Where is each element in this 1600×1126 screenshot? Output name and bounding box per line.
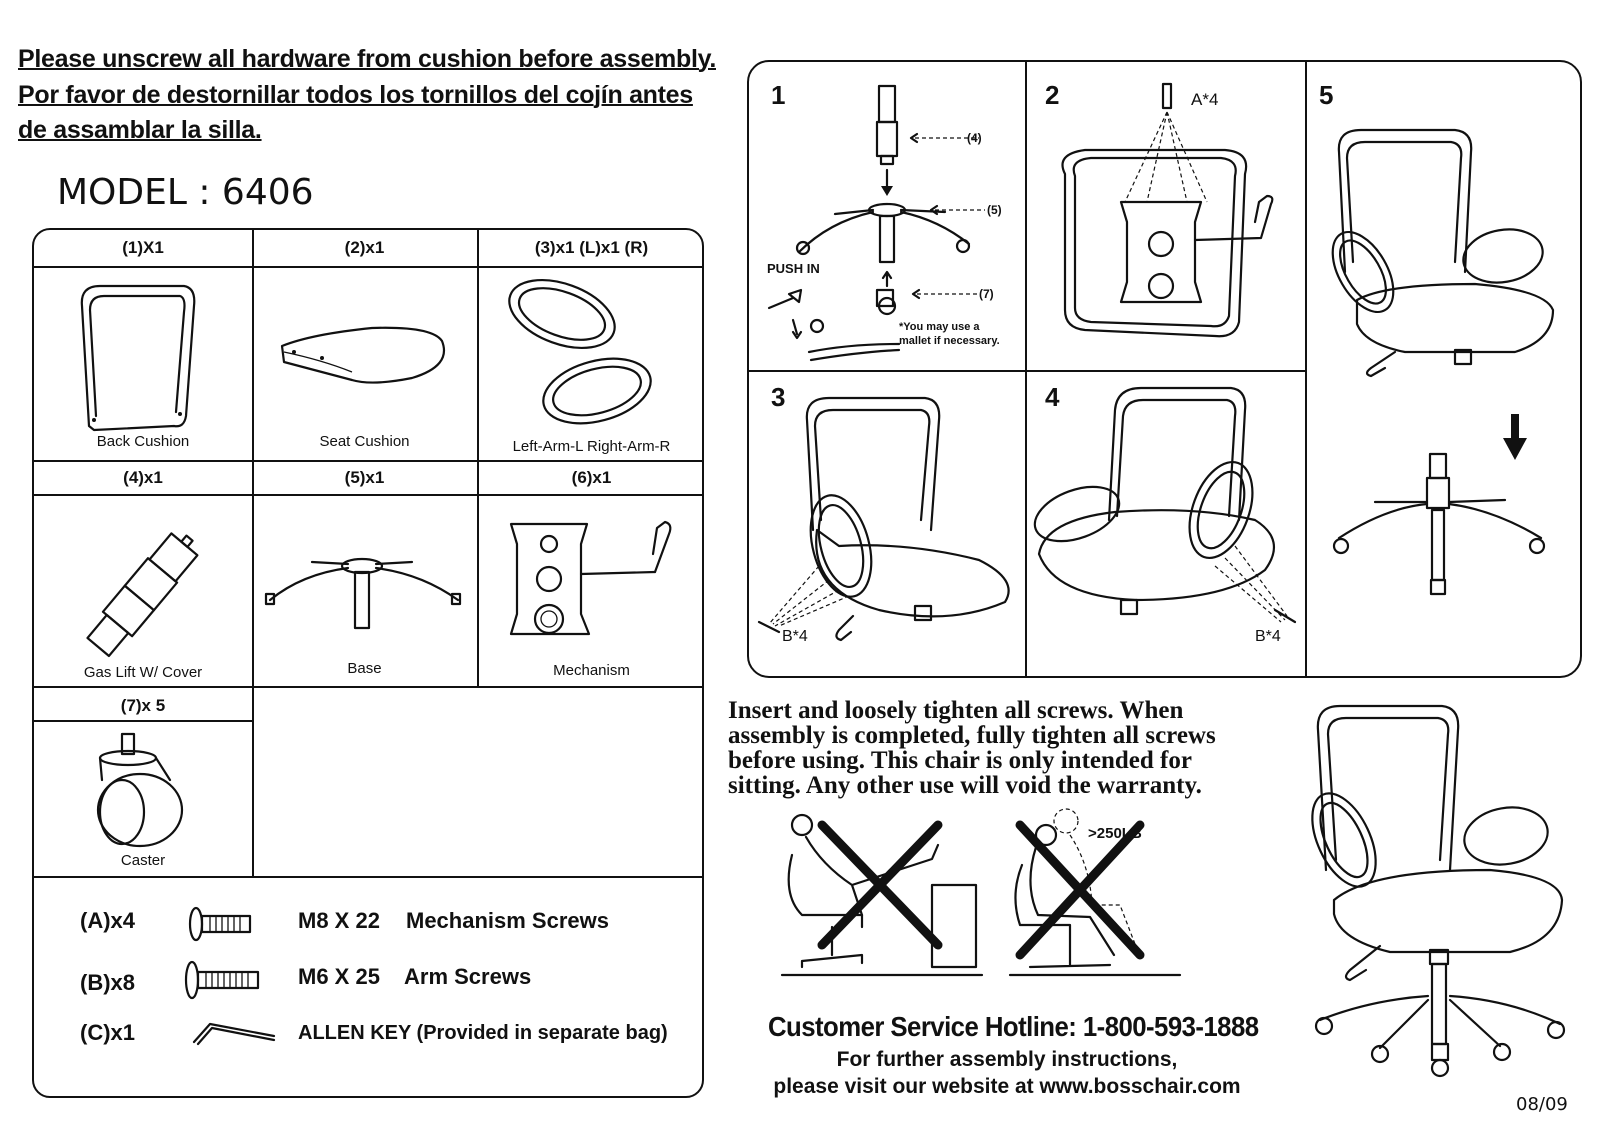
part-7-qty: (7)x 5 [120, 696, 166, 715]
step-1-push-in: PUSH IN [767, 261, 820, 276]
notice-line1: Insert and loosely tighten all screws. W… [728, 697, 1184, 724]
hardware-c-qty: (C)x1 [80, 1020, 136, 1045]
caster-icon [96, 732, 184, 848]
mechanism-screw-icon [188, 906, 252, 942]
warning-english: Please unscrew all hardware from cushion… [18, 45, 716, 73]
step-1-label-5: (5) [987, 203, 1002, 217]
part-2-name: Seat Cushion [319, 433, 410, 450]
base-icon [264, 557, 462, 630]
notice-line2: assembly is completed, fully tighten all… [728, 722, 1216, 749]
part-6-name: Mechanism [553, 662, 630, 679]
arm-screw-icon [184, 960, 260, 1000]
step-1-mallet-note-2: mallet if necessary. [899, 335, 1000, 347]
step-3-illustration [757, 396, 1010, 642]
step-4-screw-label: B*4 [1255, 628, 1281, 645]
step-1-illustration [767, 84, 985, 362]
allen-key-icon [192, 1022, 276, 1046]
step-1-label-7: (7) [979, 287, 994, 301]
hardware-b-qty: (B)x8 [80, 970, 136, 995]
no-feet-on-desk-icon [780, 813, 984, 977]
revision-date: 08/09 [1516, 1094, 1568, 1115]
step-1-number: 1 [771, 80, 786, 110]
part-5-qty: (5)x1 [344, 468, 385, 487]
part-7-name: Caster [120, 852, 166, 869]
step-4-illustration [1033, 386, 1297, 624]
warning-spanish-line2: de assamblar la silla. [18, 116, 262, 144]
part-1-qty: (1)X1 [122, 238, 164, 257]
step-5-number: 5 [1319, 80, 1334, 110]
step-1-label-4: (4) [967, 131, 982, 145]
gas-lift-icon [86, 532, 199, 658]
assembly-steps-box: 1 (4) (5) (7) PUSH IN *You may use a mal… [747, 60, 1582, 678]
part-5-name: Base [347, 660, 382, 677]
warning-spanish-line1: Por favor de destornillar todos los torn… [18, 81, 693, 109]
notice-line4: sitting. Any other use will void the war… [728, 772, 1202, 799]
weight-limit-label: >250LB [1088, 825, 1142, 842]
weight-limit-icon [1008, 808, 1182, 977]
further-instructions-line2: please visit our website at www.bosschai… [773, 1075, 1241, 1098]
step-3-screw-label: B*4 [782, 628, 808, 645]
model-number: MODEL : 6406 [57, 172, 314, 213]
hardware-b-size: M6 X 25 [298, 964, 380, 989]
hardware-a-desc: Mechanism Screws [406, 908, 609, 933]
arm-pads-icon [508, 279, 652, 425]
step-2-illustration [1061, 82, 1274, 338]
seat-cushion-icon [280, 326, 445, 384]
hardware-c-desc: ALLEN KEY (Provided in separate bag) [298, 1022, 668, 1044]
step-1-mallet-note-1: *You may use a [899, 321, 980, 333]
hardware-a-qty: (A)x4 [80, 908, 136, 933]
part-3-qty: (3)x1 (L)x1 (R) [534, 238, 649, 257]
notice-line3: before using. This chair is only intende… [728, 747, 1192, 774]
mechanism-icon [509, 520, 672, 636]
parts-list-box: (1)X1 (2)x1 (3)x1 (L)x1 (R) Back Cushion… [32, 228, 704, 1098]
step-2-number: 2 [1045, 80, 1060, 110]
step-2-screw-label: A*4 [1191, 90, 1219, 109]
part-4-name: Gas Lift W/ Cover [83, 664, 203, 681]
step-4-number: 4 [1045, 382, 1060, 412]
part-4-qty: (4)x1 [123, 468, 163, 487]
customer-service-hotline: Customer Service Hotline: 1-800-593-1888 [768, 1011, 1259, 1042]
assembled-chair-icon [1311, 704, 1566, 1078]
part-2-qty: (2)x1 [344, 238, 385, 257]
part-6-qty: (6)x1 [571, 468, 612, 487]
further-instructions-line1: For further assembly instructions, [836, 1048, 1178, 1071]
hardware-a-size: M8 X 22 [298, 908, 380, 933]
part-1-name: Back Cushion [96, 433, 190, 450]
back-cushion-icon [80, 284, 196, 432]
step-5-illustration [1331, 128, 1555, 596]
part-3-name: Left-Arm-L Right-Arm-R [512, 438, 671, 455]
step-3-number: 3 [771, 382, 786, 412]
hardware-b-desc: Arm Screws [404, 964, 532, 989]
